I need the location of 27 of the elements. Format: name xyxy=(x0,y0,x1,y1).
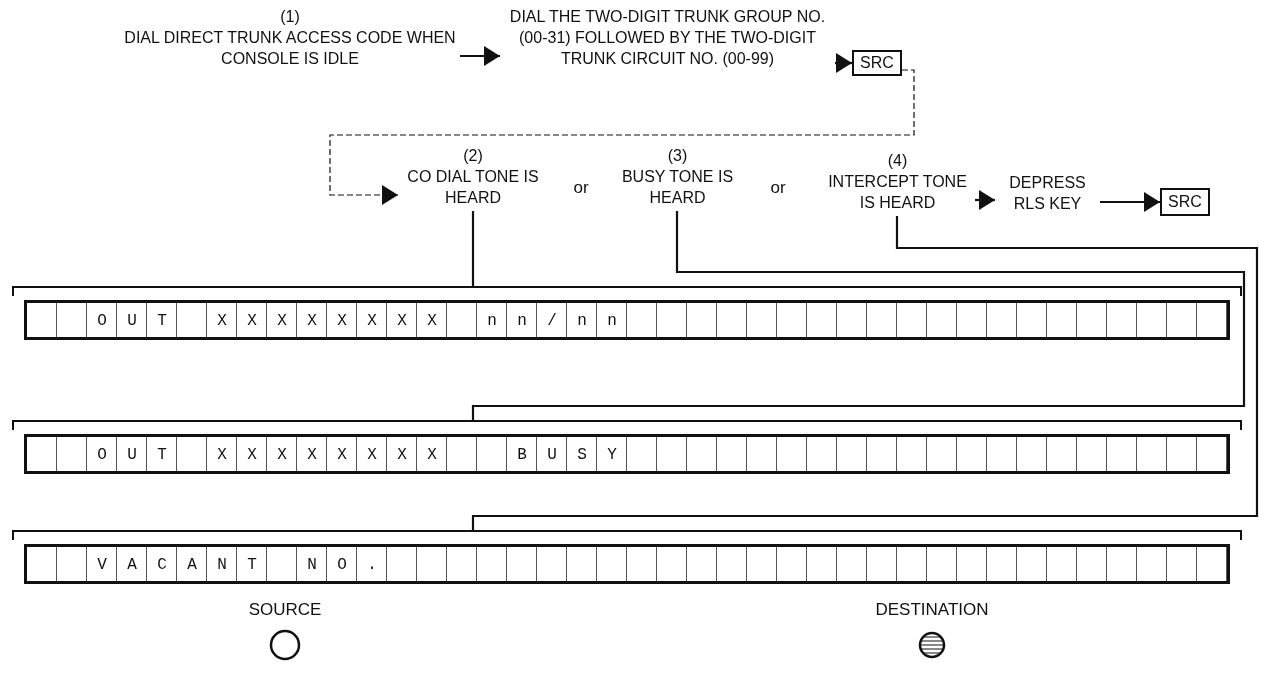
step-text: DIAL THE TWO-DIGIT TRUNK GROUP NO. (00-31) FOLLOWED BY THE TWO-DIGIT TRUNK CIRCUIT NO. (00-99) xyxy=(500,6,835,70)
connector-line xyxy=(471,216,1259,531)
step-text: CO DIAL TONE IS HEARD xyxy=(406,167,540,208)
connector-line xyxy=(471,211,1246,421)
arrow xyxy=(835,53,852,73)
step-text: BUSY TONE IS HEARD xyxy=(620,167,735,208)
connector-word: or xyxy=(770,178,786,198)
step-number: (3) xyxy=(666,146,689,166)
key-box: SRC xyxy=(1160,188,1210,216)
step-text: DEPRESS RLS KEY xyxy=(995,172,1100,216)
step-number: (4) xyxy=(886,151,909,171)
step-text: DIAL DIRECT TRUNK ACCESS CODE WHEN CONSOLE IS IDLE xyxy=(123,28,457,69)
step-number: (2) xyxy=(462,146,484,166)
caption-text: SOURCE xyxy=(248,600,322,620)
display-bracket xyxy=(12,286,1242,340)
arrow xyxy=(975,190,995,210)
caption-text: DESTINATION xyxy=(875,600,989,620)
connector-word: or xyxy=(573,178,589,198)
key-box: SRC xyxy=(852,50,902,76)
connector-line xyxy=(471,211,475,286)
arrow xyxy=(1100,192,1160,212)
arrow xyxy=(329,69,915,205)
arrow xyxy=(460,46,500,66)
step-text: INTERCEPT TONE IS HEARD xyxy=(827,172,968,213)
step-number: (1) xyxy=(279,7,301,27)
display-bracket xyxy=(12,530,1242,584)
display-bracket xyxy=(12,420,1242,474)
